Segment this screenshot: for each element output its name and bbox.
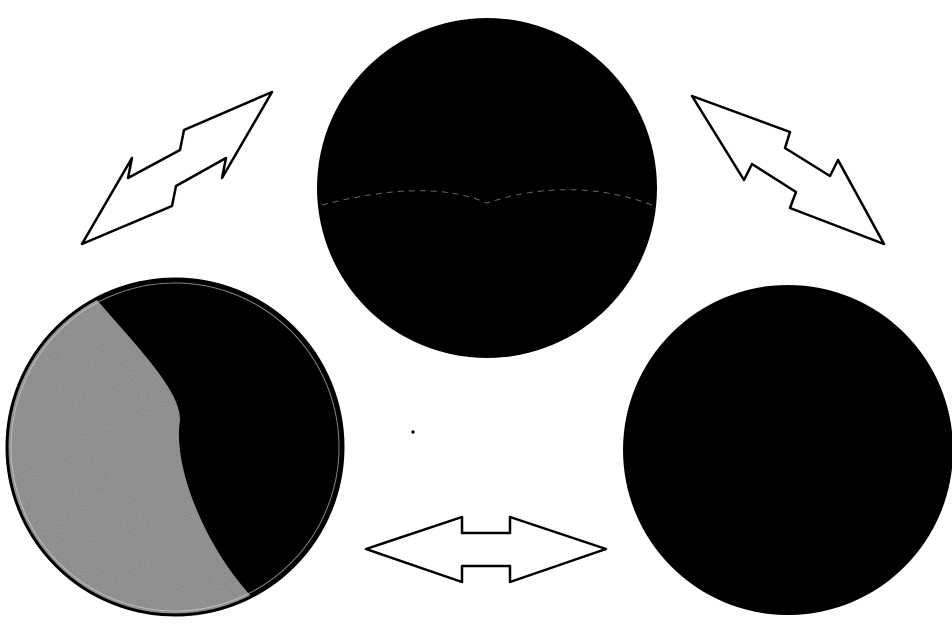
right-disc	[623, 285, 952, 615]
speck-dot	[411, 430, 414, 433]
left-disc	[0, 270, 343, 627]
top-disc	[317, 18, 657, 358]
arrow-top-right	[692, 96, 884, 244]
arrow-left-right	[366, 517, 606, 582]
arrow-top-left	[82, 92, 272, 244]
left-disc-textured-region	[0, 270, 280, 627]
